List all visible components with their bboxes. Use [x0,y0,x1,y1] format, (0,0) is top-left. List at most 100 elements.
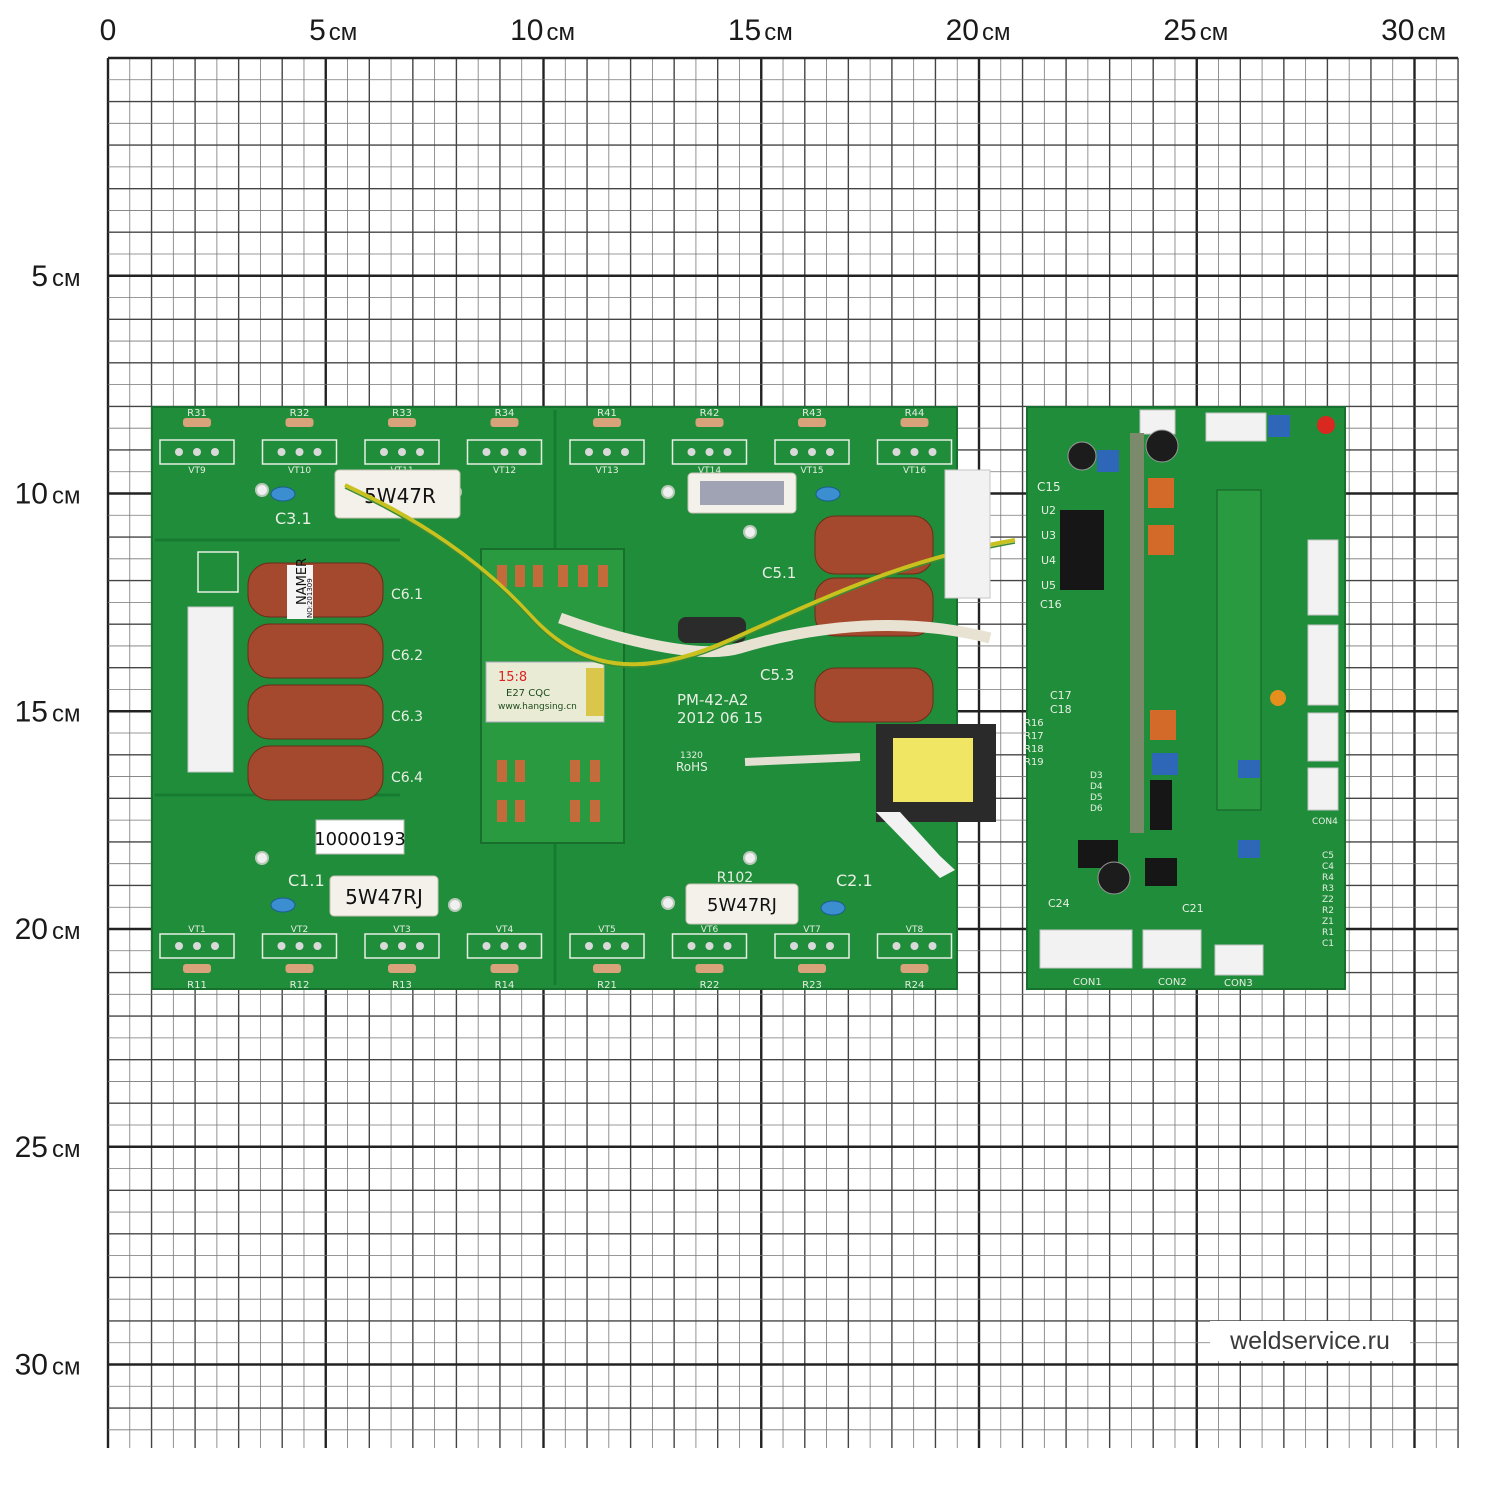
daughter-board-2 [1216,489,1262,811]
x-axis-unit: см [982,19,1011,46]
sleeved-cable [558,612,992,658]
driver-daughter-board: 15:8 E27 CQC www.hangsing.cn [480,548,625,844]
film-capacitor [247,745,384,801]
cert-mark: 1320 [680,751,703,761]
board-model: PM-42-A2 [677,691,748,709]
label-c53: C5.3 [760,666,794,684]
svg-text:15:8: 15:8 [498,670,527,685]
y-axis-unit: см [52,1354,81,1381]
component-label: C1 [1322,939,1334,949]
label-c21: C2.1 [836,871,873,890]
film-capacitor [247,684,384,740]
label-c18: C18 [1050,703,1072,716]
x-axis-tick-label: 30 [1381,14,1414,47]
component-label: R1 [1322,928,1334,938]
y-axis-tick-label: 10 [15,478,48,511]
x-axis-unit: см [1418,19,1447,46]
resistor-small [183,964,211,973]
connector-con4 [1307,767,1339,811]
x-axis-tick-label: 0 [100,14,117,47]
transistor-footprint [876,439,953,465]
label-c21-right: C21 [1182,902,1204,915]
r-label: R32 [290,408,310,419]
r-label: R24 [905,980,925,991]
vt-label: VT1 [188,925,205,935]
svg-text:5W47RJ: 5W47RJ [345,885,423,909]
component-label: U2 [1041,504,1056,517]
vt-label: VT9 [188,466,206,476]
component-label: D6 [1090,804,1103,814]
component-label: R17 [1024,731,1044,742]
component-label: C5 [1322,851,1334,861]
y-axis-unit: см [52,265,81,292]
svg-text:5W47RJ: 5W47RJ [707,895,777,916]
film-capacitor-label: C6.2 [391,648,423,664]
label-c31: C3.1 [275,509,312,528]
vt-label: VT13 [595,466,618,476]
transistor-footprint [569,439,645,465]
resistor-small [388,964,416,973]
component-label: R18 [1024,744,1044,755]
blue-capacitors [270,486,846,916]
resistor-small [285,418,314,427]
cement-resistor-bottom-left: 5W47RJ [329,875,439,917]
label-con2: CON2 [1158,977,1187,988]
y-axis-unit: см [52,1136,81,1163]
film-capacitor-label: C6.3 [391,709,423,725]
film-capacitor [247,562,384,618]
x-axis-unit: см [547,19,576,46]
resistor-small [490,964,519,973]
label-c51: C5.1 [762,564,796,582]
cement-resistor-top-right [687,472,797,514]
component-label: U5 [1041,579,1056,592]
svg-text:R102: R102 [717,870,753,886]
x-axis-unit: см [329,19,358,46]
r-label: R42 [700,408,720,419]
label-con4: CON4 [1312,817,1338,827]
x-axis-unit: см [764,19,793,46]
transistor-footprint [671,933,748,959]
vt-label: VT3 [393,925,410,935]
resistor-small [900,418,929,427]
r-label: R31 [187,408,207,419]
svg-text:NAMER: NAMER [295,558,310,605]
component-label: D5 [1090,793,1103,803]
y-axis-tick-label: 5 [31,260,48,293]
vt-label: VT2 [291,925,308,935]
rohs-mark: RoHS [676,760,708,774]
component-label: Z1 [1322,917,1334,927]
y-axis-tick-label: 20 [15,913,48,946]
film-capacitors-c5 [814,515,934,723]
x-axis-tick-label: 20 [946,14,979,47]
component-label: R4 [1322,873,1334,883]
r-label: R41 [597,408,617,419]
connector-left-side [944,469,991,599]
resistor-small [798,964,826,973]
component-label: R2 [1322,906,1334,916]
r-label: R44 [905,408,925,419]
watermark: weldservice.ru [1210,1321,1410,1361]
pcb-power-board: VT9R31VT10R32VT11R33VT12R34VT13R41VT14R4… [151,406,1016,991]
transistor-footprint [671,439,748,465]
transistor-footprint [569,933,645,959]
y-axis-unit: см [52,700,81,727]
vt-label: VT15 [800,466,823,476]
component-label: U4 [1041,554,1056,567]
connector-top [1205,412,1267,442]
resistor-small [695,964,724,973]
transistor-footprint [774,439,850,465]
x-axis-tick-label: 15 [728,14,761,47]
r-label: R21 [597,980,617,991]
bottom-transistor-row: VT1R11VT2R12VT3R13VT4R14VT5R21VT6R22VT7R… [159,925,953,991]
r-label: R12 [290,980,310,991]
axial-diode [678,617,746,643]
vt-label: VT5 [598,925,615,935]
transistor-footprint [876,933,953,959]
r-label: R34 [495,408,515,419]
y-axis-tick-label: 15 [15,695,48,728]
x-axis-tick-label: 25 [1163,14,1196,47]
component-label: D3 [1090,771,1103,781]
